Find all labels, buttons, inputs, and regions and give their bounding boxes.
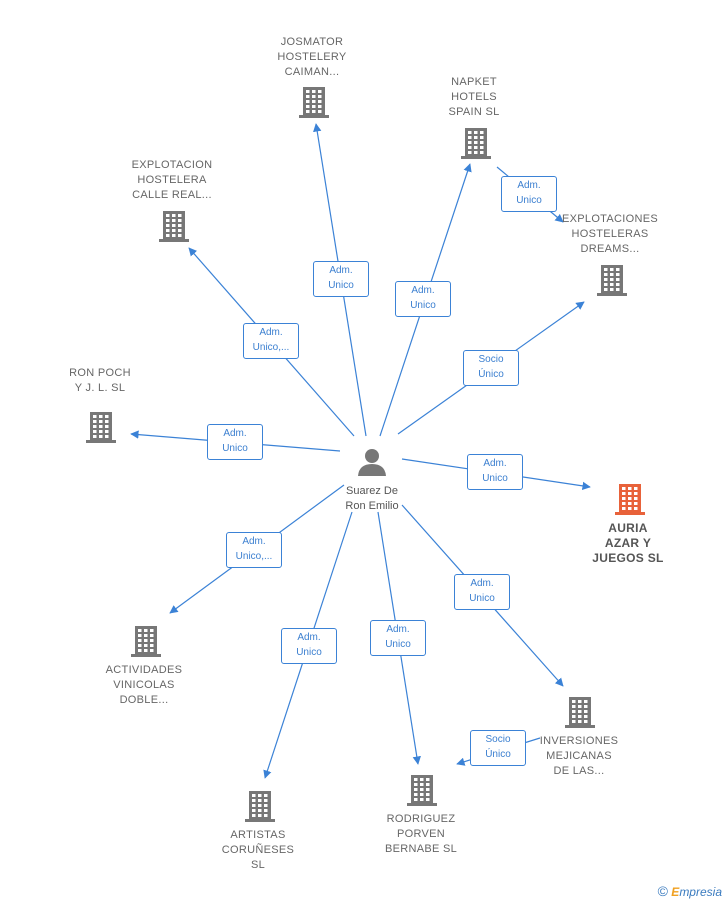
edge-label-center-auria[interactable]: Adm. Unico [467,454,523,490]
building-icon[interactable] [461,128,491,159]
building-icon[interactable] [131,626,161,657]
building-icon[interactable] [615,484,645,515]
copyright-symbol: © [657,883,668,899]
edge-label-inversiones-rodriguez[interactable]: Socio Único [470,730,526,766]
edge-label-center-josmator[interactable]: Adm. Unico [313,261,369,297]
brand-initial: E [671,885,680,899]
edge-label-center-rodriguez[interactable]: Adm. Unico [370,620,426,656]
edge-label-center-ronpoch[interactable]: Adm. Unico [207,424,263,460]
company-label-inversiones[interactable]: INVERSIONES MEJICANAS DE LAS... [539,735,619,777]
edge-label-center-artistas[interactable]: Adm. Unico [281,628,337,664]
edge-label-center-explotaciones[interactable]: Socio Único [463,350,519,386]
brand-footer: © Empresia [658,883,722,899]
company-label-actividades[interactable]: ACTIVIDADES VINICOLAS DOBLE... [105,664,183,706]
company-label-ronpoch[interactable]: RON POCH Y J. L. SL [69,367,131,394]
building-icon[interactable] [299,87,329,118]
edge-label-center-actividades[interactable]: Adm. Unico,... [226,532,282,568]
company-label-explotaciones[interactable]: EXPLOTACIONES HOSTELERAS DREAMS... [562,213,658,255]
edge-label-center-napket[interactable]: Adm. Unico [395,281,451,317]
building-icon[interactable] [86,412,116,443]
building-icon[interactable] [159,211,189,242]
company-label-auria[interactable]: AURIA AZAR Y JUEGOS SL [592,521,664,565]
company-label-explotacion[interactable]: EXPLOTACION HOSTELERA CALLE REAL... [131,159,213,201]
edge-label-napket-explotaciones[interactable]: Adm. Unico [501,176,557,212]
edge-label-center-explotacion[interactable]: Adm. Unico,... [243,323,299,359]
company-label-josmator[interactable]: JOSMATOR HOSTELERY CAIMAN... [277,36,347,78]
person-icon[interactable] [358,449,386,476]
company-label-artistas[interactable]: ARTISTAS CORUÑESES SL [221,829,295,871]
building-icon[interactable] [565,697,595,728]
building-icon[interactable] [245,791,275,822]
building-icon[interactable] [597,265,627,296]
edge-label-center-inversiones[interactable]: Adm. Unico [454,574,510,610]
center-person-name[interactable]: Suarez De Ron Emilio [345,485,399,512]
company-label-rodriguez[interactable]: RODRIGUEZ PORVEN BERNABE SL [384,813,458,855]
brand-name: mpresia [679,885,722,899]
building-icon[interactable] [407,775,437,806]
company-label-napket[interactable]: NAPKET HOTELS SPAIN SL [448,76,500,118]
